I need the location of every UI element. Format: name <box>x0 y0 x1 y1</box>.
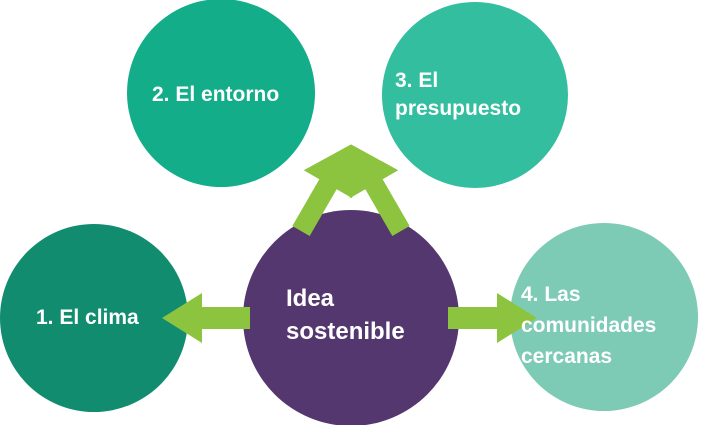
node-label-budget: 3. El presupuesto <box>395 67 521 123</box>
node-circle-climate <box>0 224 188 412</box>
node-label-budget-line-1: 3. El <box>395 69 439 92</box>
node-label-environment: 2. El entorno <box>152 82 279 108</box>
node-label-communities-line-3: cercanas <box>521 345 613 368</box>
node-label-communities-line-1: 4. Las <box>521 283 581 306</box>
arrow-to-climate <box>162 293 250 343</box>
node-label-communities-line-2: comunidades <box>521 314 657 337</box>
arrow-to-communities <box>448 293 537 343</box>
node-label-budget-line-2: presupuesto <box>395 97 522 120</box>
center-label: Idea sostenible <box>286 282 405 348</box>
center-label-line-2: sostenible <box>286 318 405 345</box>
node-circle-environment <box>127 0 315 187</box>
node-label-environment-line-1: 2. El entorno <box>152 83 280 106</box>
arrow-to-budget <box>349 144 410 236</box>
arrow-to-environment <box>292 144 353 236</box>
node-circle-communities <box>510 223 698 411</box>
node-label-communities: 4. Las comunidades cercanas <box>521 279 656 372</box>
node-circle-budget <box>382 2 568 188</box>
node-label-climate: 1. El clima <box>36 305 139 331</box>
node-label-climate-line-1: 1. El clima <box>36 306 139 329</box>
center-label-line-1: Idea <box>286 285 335 312</box>
center-circle <box>243 210 459 426</box>
